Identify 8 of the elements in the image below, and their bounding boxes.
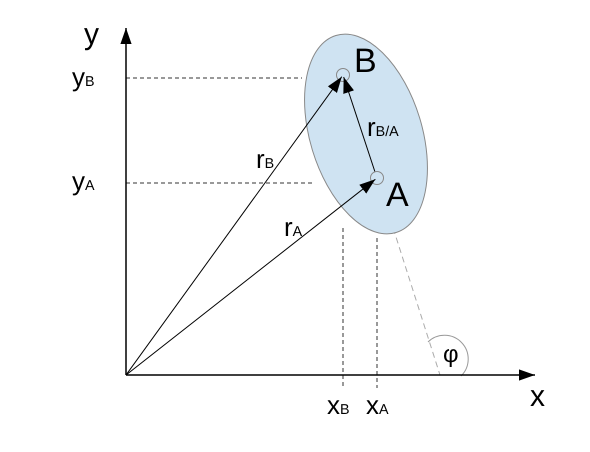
vector-arrow [343,76,376,172]
angle-label: φ [443,343,459,367]
vector-arrow [126,76,342,376]
axis-label: x [530,382,545,412]
point-label: A [386,178,409,212]
point-label: B [354,44,377,78]
axis-label: y [84,20,99,50]
vector-arrow [126,178,376,376]
